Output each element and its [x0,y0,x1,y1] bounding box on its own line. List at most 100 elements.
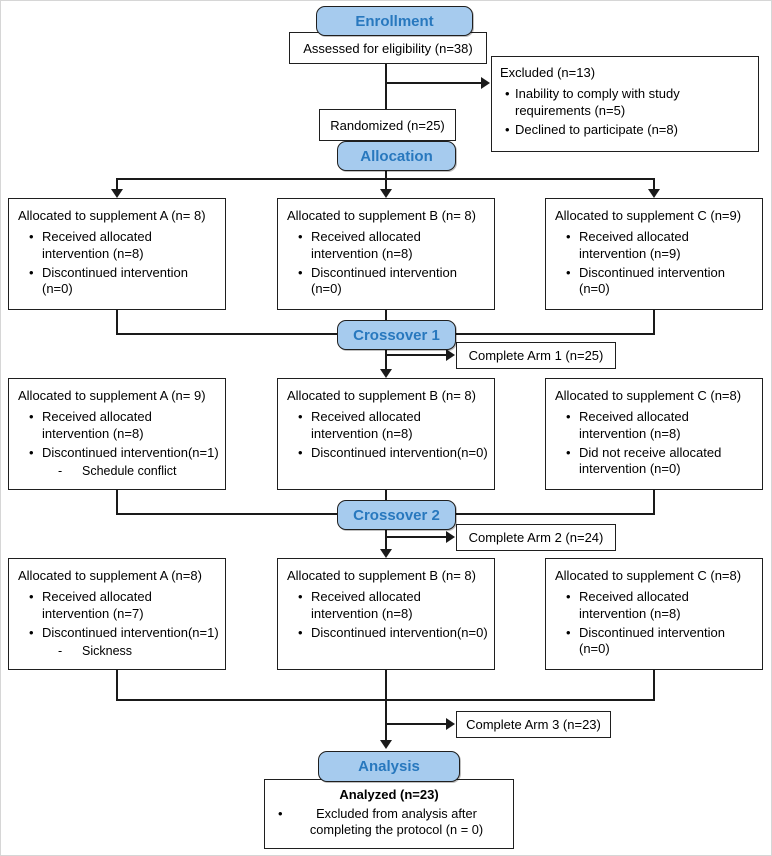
connector [385,528,387,550]
arm2-box-a: Allocated to supplement A (n= 9) • Recei… [8,378,226,490]
list-item-text: Received allocated intervention (n=8) [311,409,421,441]
list-item: • Discontinued intervention(n=1) [18,625,221,641]
list-item: • Received allocated intervention (n=8) [287,229,490,262]
complete-arm1-label: Complete Arm 1 (n=25) [468,348,604,363]
arrow-down-icon [111,189,123,198]
arrow-down-icon [380,369,392,378]
list-item-text: Discontinued intervention(n=1) [42,444,219,460]
stage-crossover2: Crossover 2 [337,500,456,530]
arrow-right-icon [446,531,455,543]
excluded-box: Excluded (n=13) • Inability to comply wi… [491,56,759,152]
arrow-down-icon [380,740,392,749]
bullet-icon: • [505,86,510,102]
bullet-icon: • [298,409,303,425]
connector-assessed-randomized [385,64,387,109]
complete-arm3-box: Complete Arm 3 (n=23) [456,711,611,738]
arm1-box-c: Allocated to supplement C (n=9) • Receiv… [545,198,763,310]
connector-to-excluded [385,82,482,84]
bullet-icon: • [566,589,571,605]
bullet-icon: • [29,589,34,605]
list-item-text: Received allocated intervention (n=8) [579,589,689,621]
arm1-box-a: Allocated to supplement A (n= 8) • Recei… [8,198,226,310]
bullet-icon: • [278,806,283,821]
arm2-box-c-title: Allocated to supplement C (n=8) [555,388,742,403]
excluded-title: Excluded (n=13) [500,65,596,80]
list-item: • Received allocated intervention (n=7) [18,589,221,622]
connector-col-c [653,178,655,189]
connector-col-a [116,178,118,189]
excluded-item-text: Declined to participate (n=8) [515,121,678,137]
randomized-label: Randomized (n=25) [330,117,445,133]
arm3-box-b: Allocated to supplement B (n= 8) • Recei… [277,558,495,670]
analyzed-item: • Excluded from analysis after completin… [273,806,505,838]
complete-arm2-label: Complete Arm 2 (n=24) [468,530,604,545]
arm3-box-c-title: Allocated to supplement C (n=8) [555,568,742,583]
arm1-box-c-title: Allocated to supplement C (n=9) [555,208,742,223]
connector [385,699,387,741]
stage-allocation-label: Allocation [360,147,433,165]
list-subitem-text: Sickness [82,644,133,658]
list-item: • Discontinued intervention(n=0) [287,625,490,641]
stage-crossover2-label: Crossover 2 [353,506,440,524]
list-item: • Discontinued intervention (n=0) [555,265,758,298]
list-item: • Received allocated intervention (n=8) [18,229,221,262]
list-item: • Discontinued intervention(n=1) [18,445,221,461]
bullet-icon: • [566,444,571,460]
arm3-box-a: Allocated to supplement A (n=8) • Receiv… [8,558,226,670]
connector-to-complete3 [385,723,447,725]
stage-enrollment-label: Enrollment [355,12,434,30]
bullet-icon: • [29,264,34,280]
arrow-right-icon [446,349,455,361]
list-item: • Received allocated intervention (n=8) [287,409,490,442]
arm3-box-a-title: Allocated to supplement A (n=8) [18,568,202,583]
arrow-down-icon [380,549,392,558]
list-item-text: Received allocated intervention (n=8) [311,229,421,261]
list-item: • Discontinued intervention (n=0) [555,625,758,658]
connector-to-complete2 [385,536,447,538]
connector [653,490,655,515]
analyzed-box: Analyzed (n=23) • Excluded from analysis… [264,779,514,849]
complete-arm1-box: Complete Arm 1 (n=25) [456,342,616,369]
bullet-icon: • [566,409,571,425]
connector [653,310,655,335]
bullet-icon: • [505,121,510,137]
list-item: • Received allocated intervention (n=8) [555,409,758,442]
complete-arm3-label: Complete Arm 3 (n=23) [466,717,601,732]
excluded-item-text: Inability to comply with study requireme… [515,86,680,118]
connector-col-b [385,178,387,189]
arm1-box-b-title: Allocated to supplement B (n= 8) [287,208,476,223]
arrow-down-icon [648,189,660,198]
stage-analysis-label: Analysis [358,758,420,775]
bullet-icon: • [566,264,571,280]
list-subitem: - Sickness [52,644,221,660]
stage-crossover1: Crossover 1 [337,320,456,350]
excluded-item: • Inability to comply with study require… [500,86,752,119]
arm2-box-b: Allocated to supplement B (n= 8) • Recei… [277,378,495,490]
connector [385,348,387,370]
bullet-icon: • [566,624,571,640]
assessed-label: Assessed for eligibility (n=38) [303,40,473,56]
connector-allocation-stem [385,167,387,180]
list-item-text: Received allocated intervention (n=8) [311,589,421,621]
dash-icon: - [58,644,63,658]
list-item-text: Did not receive allocated intervention (… [579,444,722,476]
list-item: • Did not receive allocated intervention… [555,445,758,478]
analyzed-title: Analyzed (n=23) [339,787,439,802]
list-item: • Discontinued intervention(n=0) [287,445,490,461]
connector-to-complete1 [385,354,447,356]
stage-allocation: Allocation [337,141,456,171]
connector [385,670,387,701]
connector [653,670,655,701]
list-item-text: Received allocated intervention (n=9) [579,229,689,261]
list-item-text: Received allocated intervention (n=8) [42,229,152,261]
arm3-box-b-title: Allocated to supplement B (n= 8) [287,568,476,583]
list-item: • Received allocated intervention (n=9) [555,229,758,262]
analyzed-item-text: Excluded from analysis after completing … [309,806,484,837]
assessed-box: Assessed for eligibility (n=38) [289,32,487,64]
list-item-text: Discontinued intervention(n=0) [311,444,488,460]
complete-arm2-box: Complete Arm 2 (n=24) [456,524,616,551]
arm2-box-c: Allocated to supplement C (n=8) • Receiv… [545,378,763,490]
list-item-text: Discontinued intervention(n=1) [42,624,219,640]
list-item-text: Received allocated intervention (n=8) [579,409,689,441]
